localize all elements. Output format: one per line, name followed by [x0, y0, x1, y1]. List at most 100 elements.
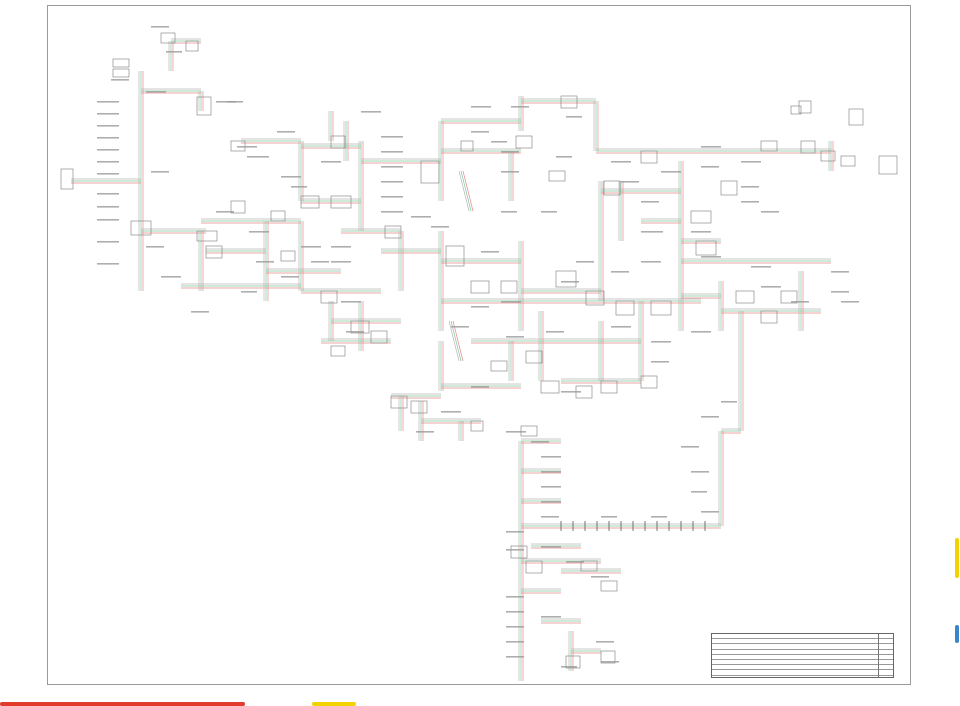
equipment-box: [470, 420, 484, 432]
label-text-mark: [471, 306, 489, 308]
equipment-box: [230, 200, 246, 214]
label-text-mark: [501, 301, 521, 303]
cable-bundle-line: [462, 170, 474, 212]
label-text-mark: [216, 211, 234, 213]
label-text-mark: [381, 181, 403, 183]
equipment-box: [640, 150, 658, 164]
equipment-box: [840, 155, 856, 167]
label-text-mark: [531, 441, 549, 443]
equipment-box: [600, 380, 618, 394]
equipment-box: [555, 270, 577, 288]
equipment-box: [848, 108, 864, 126]
label-text-mark: [661, 171, 681, 173]
label-text-mark: [281, 176, 301, 178]
label-text-mark: [97, 137, 119, 139]
label-text-mark: [247, 156, 269, 158]
label-text-mark: [191, 311, 209, 313]
label-text-mark: [381, 136, 403, 138]
equipment-box: [320, 290, 338, 304]
label-text-mark: [506, 531, 524, 533]
label-text-mark: [381, 151, 403, 153]
label-text-mark: [831, 271, 849, 273]
cable-bundle-line: [448, 320, 460, 362]
label-text-mark: [721, 401, 737, 403]
label-text-mark: [411, 216, 431, 218]
equipment-box: [780, 290, 798, 304]
label-text-mark: [146, 91, 166, 93]
label-text-mark: [541, 486, 561, 488]
label-text-mark: [256, 261, 274, 263]
equipment-box: [370, 330, 388, 344]
label-text-mark: [621, 181, 639, 183]
cable-bundle-line: [460, 170, 472, 212]
label-text-mark: [506, 656, 524, 658]
label-text-mark: [701, 166, 719, 168]
label-text-mark: [451, 326, 469, 328]
label-text-mark: [566, 116, 582, 118]
label-text-mark: [237, 146, 257, 148]
label-text-mark: [601, 516, 617, 518]
equipment-box: [500, 280, 518, 294]
label-text-mark: [501, 151, 519, 153]
label-text-mark: [161, 276, 181, 278]
label-text-mark: [97, 193, 119, 195]
equipment-box: [185, 40, 199, 52]
label-text-mark: [651, 341, 671, 343]
label-text-mark: [841, 301, 859, 303]
title-block-row: [712, 655, 893, 660]
label-text-mark: [346, 331, 364, 333]
side-mark-yellow: [955, 538, 959, 578]
title-block-row: [712, 644, 893, 650]
label-text-mark: [506, 596, 524, 598]
label-text-mark: [506, 611, 524, 613]
equipment-box: [600, 580, 618, 592]
label-text-mark: [641, 231, 663, 233]
cable-bundle-line: [450, 320, 462, 362]
label-text-mark: [541, 501, 561, 503]
label-text-mark: [691, 471, 709, 473]
equipment-box: [420, 160, 440, 184]
equipment-box: [603, 180, 621, 196]
equipment-box: [330, 135, 346, 149]
equipment-box: [160, 32, 176, 44]
equipment-box: [580, 560, 598, 572]
label-text-mark: [216, 101, 236, 103]
equipment-box: [820, 150, 836, 162]
label-text-mark: [166, 51, 182, 53]
label-text-mark: [761, 286, 781, 288]
title-block-row: [712, 650, 893, 655]
label-text-mark: [111, 79, 129, 81]
label-text-mark: [281, 276, 299, 278]
label-text-mark: [291, 186, 307, 188]
label-text-mark: [691, 231, 711, 233]
label-text-mark: [491, 141, 507, 143]
label-text-mark: [97, 263, 119, 265]
label-text-mark: [321, 161, 341, 163]
label-text-mark: [576, 261, 594, 263]
equipment-box: [690, 210, 712, 224]
label-text-mark: [97, 219, 119, 221]
equipment-box: [600, 650, 616, 664]
equipment-box: [760, 310, 778, 324]
label-text-mark: [381, 166, 403, 168]
label-text-mark: [556, 156, 572, 158]
label-text-mark: [701, 416, 719, 418]
equipment-box: [60, 168, 74, 190]
label-text-mark: [741, 201, 759, 203]
label-text-mark: [241, 291, 257, 293]
title-block: [711, 633, 894, 678]
title-block-row: [712, 670, 893, 676]
label-text-mark: [541, 471, 561, 473]
label-text-mark: [611, 161, 631, 163]
label-text-mark: [441, 411, 461, 413]
drawing-sheet: [47, 5, 911, 685]
equipment-box: [330, 345, 346, 357]
equipment-box: [390, 395, 408, 409]
label-text-mark: [341, 301, 361, 303]
equipment-box: [650, 300, 672, 316]
equipment-box: [525, 560, 543, 574]
equipment-box: [760, 140, 778, 152]
label-text-mark: [146, 246, 164, 248]
title-block-row: [712, 676, 893, 678]
equipment-box: [130, 220, 152, 236]
